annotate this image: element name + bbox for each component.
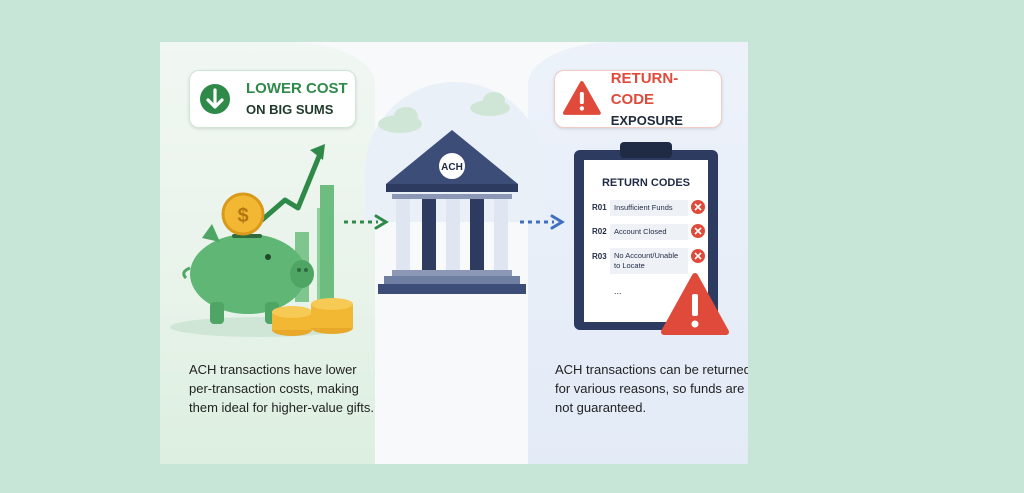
coin-stack [272, 298, 353, 336]
warning-triangle-icon [661, 273, 729, 335]
svg-text:R02: R02 [592, 227, 607, 236]
clipboard-title: RETURN CODES [602, 177, 690, 189]
piggy-bank-icon [182, 224, 314, 324]
flow-arrow-green [344, 214, 389, 230]
left-description: ACH transactions have lower per-transact… [189, 362, 374, 415]
return-code-badge: RETURN-CODE EXPOSURE [554, 70, 722, 128]
lower-cost-badge: LOWER COST ON BIG SUMS [189, 70, 356, 128]
infographic-card: LOWER COST ON BIG SUMS RETURN-CODE EXPOS… [160, 42, 748, 464]
svg-text:to Locate: to Locate [614, 261, 645, 270]
badge-title-line1: RETURN-CODE [610, 69, 679, 108]
flow-arrow-blue [520, 214, 565, 230]
svg-text:No Account/Unable: No Account/Unable [614, 251, 678, 260]
right-description: ACH transactions can be returned for var… [555, 362, 748, 415]
badge-title-line2: EXPOSURE [610, 112, 683, 128]
svg-text:R01: R01 [592, 203, 607, 212]
bank-label: ACH [441, 162, 463, 173]
badge-title-line1: LOWER COST [246, 80, 348, 97]
svg-text:Insufficient Funds: Insufficient Funds [614, 203, 673, 212]
bank-building-icon: ACH [378, 130, 526, 294]
svg-text:Account Closed: Account Closed [614, 227, 667, 236]
coin-symbol: $ [237, 205, 248, 227]
return-code-row: R01 Insufficient Funds [592, 200, 705, 216]
cloud-icon [378, 107, 422, 133]
badge-title-line2: ON BIG SUMS [246, 102, 334, 117]
return-code-row: R03 No Account/Unable to Locate [592, 248, 705, 274]
return-code-row: R02 Account Closed [592, 224, 705, 240]
cloud-icon [470, 92, 510, 116]
illustration: $ ACH [170, 92, 729, 337]
trend-up-arrow-icon [259, 144, 325, 223]
dollar-coin-icon: $ [221, 192, 265, 236]
arrow-down-icon [200, 84, 230, 114]
warning-icon [562, 81, 601, 115]
svg-text:R03: R03 [592, 252, 607, 261]
clipboard-ellipsis: ... [614, 286, 622, 296]
